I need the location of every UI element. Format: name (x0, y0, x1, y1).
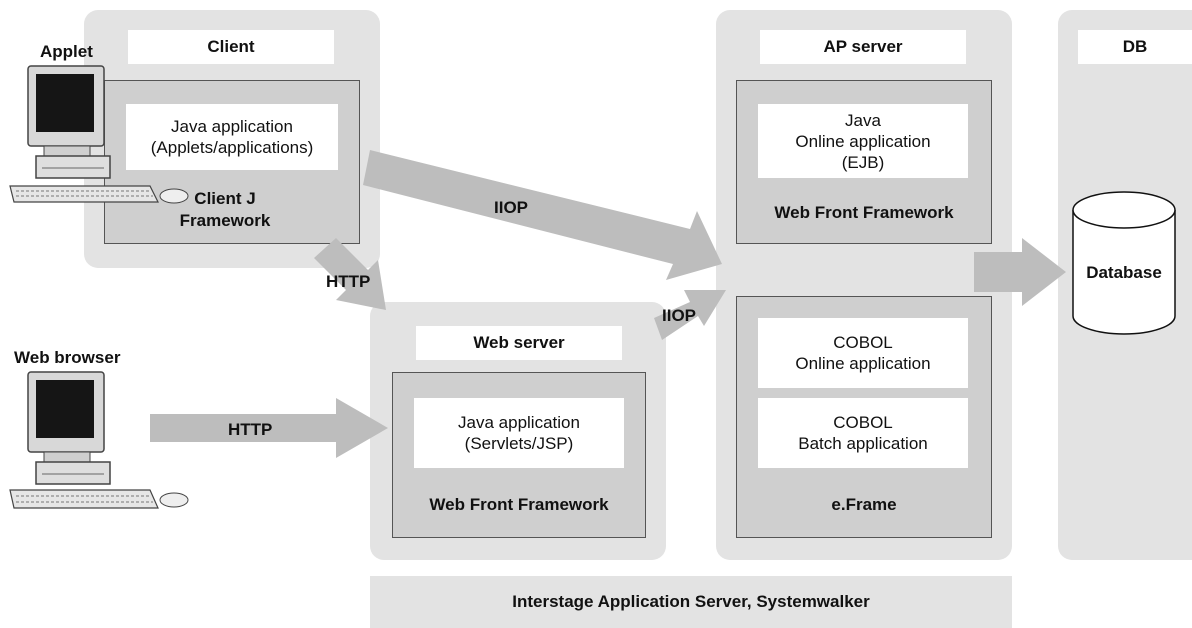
ap-server-java-line3: (EJB) (841, 152, 885, 172)
footer-bar: Interstage Application Server, Systemwal… (370, 576, 1012, 628)
database-cylinder-icon (1072, 191, 1176, 335)
ap-server-title: AP server (760, 30, 966, 64)
cobol-online-line2: Online application (795, 354, 931, 373)
db-arrow (974, 238, 1066, 306)
ap-server-java-line1: Java (845, 110, 881, 130)
client-java-app-line1: Java application (171, 117, 293, 136)
web-server-title: Web server (416, 326, 622, 360)
client-java-app-box: Java application (Applets/applications) (126, 104, 338, 170)
cobol-online-line1: COBOL (833, 333, 893, 352)
http-arrow-bottom (150, 398, 388, 458)
cobol-batch-app-box: COBOL Batch application (758, 398, 968, 468)
web-browser-computer-icon (9, 371, 189, 509)
client-j-framework-label: Client J Framework (150, 186, 300, 234)
applet-computer-icon (9, 65, 189, 204)
http-top-label: HTTP (326, 272, 371, 291)
database-label: Database (1086, 263, 1162, 282)
http-bottom-label: HTTP (228, 420, 273, 439)
ap-server-java-line2: Online application (795, 131, 931, 151)
web-server-java-app-line1: Java application (458, 413, 580, 432)
cobol-online-app-box: COBOL Online application (758, 318, 968, 388)
web-browser-label: Web browser (14, 348, 121, 367)
web-server-java-app-box: Java application (Servlets/JSP) (414, 398, 624, 468)
client-j-framework-line2: Framework (179, 211, 271, 230)
applet-label: Applet (40, 42, 93, 61)
cobol-batch-line2: Batch application (798, 434, 928, 453)
cobol-batch-line1: COBOL (833, 413, 893, 432)
iiop-mid-label: IIOP (662, 306, 697, 325)
iiop-top-label: IIOP (494, 198, 529, 217)
ap-server-web-front-framework-label: Web Front Framework (774, 203, 954, 222)
db-title: DB (1078, 30, 1192, 64)
web-server-framework-label: Web Front Framework (429, 495, 609, 514)
client-java-app-line2: (Applets/applications) (150, 138, 314, 157)
client-title: Client (128, 30, 334, 64)
client-j-framework-line1: Client J (194, 189, 256, 208)
eframe-label: e.Frame (831, 495, 897, 514)
http-arrow-top (314, 238, 386, 310)
web-server-java-app-line2: (Servlets/JSP) (464, 434, 574, 453)
footer-label: Interstage Application Server, Systemwal… (512, 592, 870, 611)
iiop-arrow-top (363, 150, 722, 280)
ap-server-java-app-box: Java Online application (EJB) (758, 104, 968, 178)
iiop-arrow-mid (654, 290, 726, 340)
